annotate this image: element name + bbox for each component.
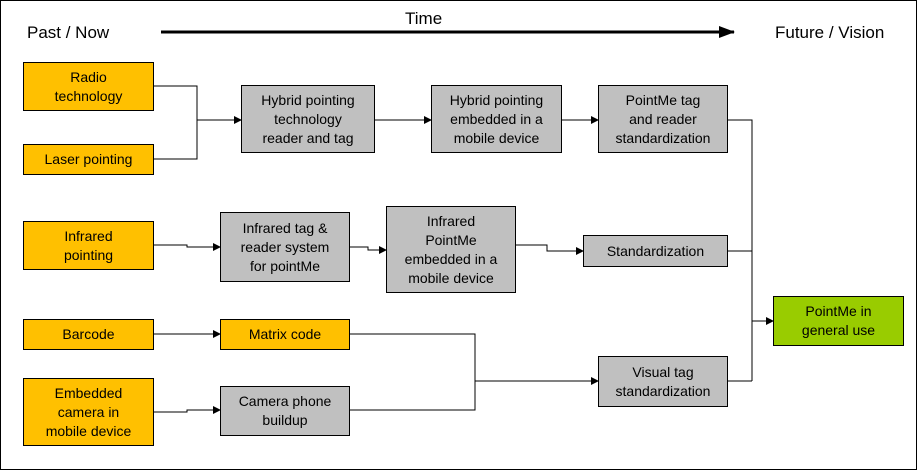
line-pointme-std-to-bus [728, 119, 753, 381]
node-embedded-camera: Embedded camera in mobile device [23, 378, 154, 446]
node-pointme-standardization: PointMe tag and reader standardization [598, 85, 728, 153]
node-camera-phone-buildup: Camera phone buildup [220, 386, 350, 436]
line-matrix-to-visual-std [350, 333, 476, 381]
node-pointme-general-use: PointMe in general use [773, 296, 904, 346]
node-barcode: Barcode [23, 319, 154, 350]
node-hybrid-pointing-mobile: Hybrid pointing embedded in a mobile dev… [431, 85, 562, 153]
line-camera-phone-to-visual-std [350, 381, 476, 411]
arrow-infrared-to-ir-system [154, 243, 221, 251]
node-infrared-tag-reader-system: Infrared tag & reader system for pointMe [220, 212, 350, 282]
node-radio-technology: Radio technology [23, 62, 154, 111]
node-infrared-pointme-mobile: Infrared PointMe embedded in a mobile de… [386, 206, 516, 293]
node-standardization: Standardization [583, 235, 728, 267]
node-laser-pointing: Laser pointing [23, 144, 154, 175]
header-past-now: Past / Now [27, 23, 110, 42]
arrow-ir-system-to-ir-mobile [350, 246, 387, 254]
node-hybrid-pointing-reader: Hybrid pointing technology reader and ta… [241, 85, 375, 153]
arrow-camera-to-camera-phone [154, 406, 221, 414]
arrow-ir-mobile-to-standardization [516, 244, 584, 255]
node-visual-tag-standardization: Visual tag standardization [598, 356, 728, 407]
node-matrix-code: Matrix code [220, 319, 350, 350]
header-time: Time [405, 9, 443, 28]
header-future-vision: Future / Vision [775, 23, 885, 42]
line-radio-to-hybrid-reader [154, 85, 198, 120]
node-infrared-pointing: Infrared pointing [23, 221, 154, 270]
line-laser-to-hybrid-reader [154, 120, 198, 160]
